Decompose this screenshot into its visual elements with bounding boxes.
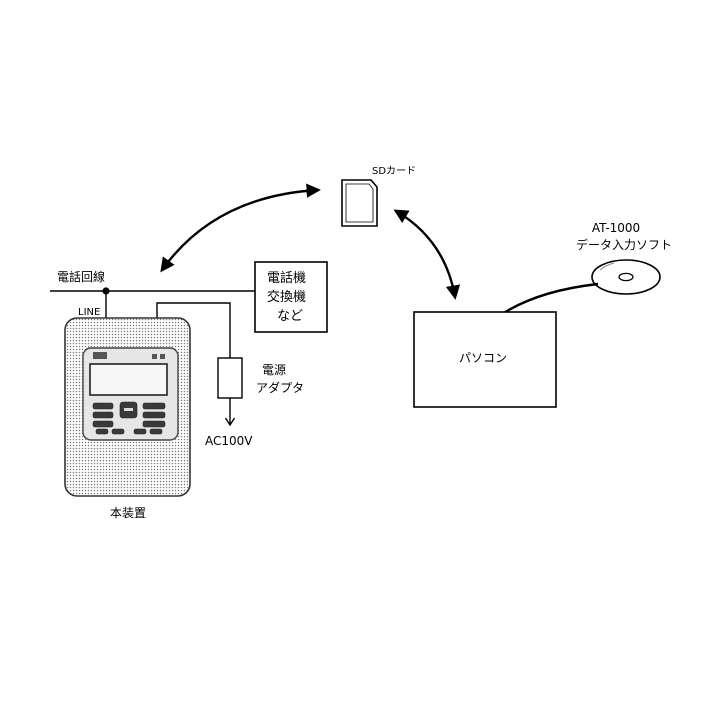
device-button xyxy=(95,428,109,435)
device-label: 本装置 xyxy=(110,506,146,520)
line-port-label: LINE xyxy=(78,307,100,318)
phone-pbx-box xyxy=(254,261,328,333)
power-adapter-line2: アダプタ xyxy=(256,380,304,395)
software-desc-label: データ入力ソフト xyxy=(576,237,672,252)
sd-to-device-arrow xyxy=(160,183,321,273)
power-cable xyxy=(156,302,231,358)
phone-line-label: 電話回線 xyxy=(57,269,105,284)
device-button xyxy=(142,411,166,419)
device-logo-icon xyxy=(93,352,107,359)
sd-card-icon xyxy=(341,179,378,227)
device-illustration xyxy=(64,317,191,497)
power-adapter-box xyxy=(217,357,243,399)
sd-card-label: SDカード xyxy=(372,165,416,177)
pc-box xyxy=(413,311,557,408)
device-indicator-icon xyxy=(160,354,165,359)
device-button xyxy=(142,420,166,428)
device-button xyxy=(92,411,114,419)
device-button xyxy=(111,428,125,435)
device-button xyxy=(142,402,166,410)
device-center-button-mark xyxy=(124,408,133,411)
device-button xyxy=(149,428,163,435)
device-button xyxy=(92,402,114,410)
ac-power-label: AC100V xyxy=(205,434,253,448)
device-button xyxy=(92,420,114,428)
device-indicator-icon xyxy=(152,354,157,359)
phone-box-line3: など xyxy=(277,309,303,324)
device-button xyxy=(133,428,147,435)
power-adapter-line1: 電源 xyxy=(262,363,286,377)
pc-label: パソコン xyxy=(459,351,507,365)
ac-arrow-icon xyxy=(224,417,236,427)
sd-to-pc-arrow xyxy=(393,209,461,300)
phone-box-line2: 交換機 xyxy=(267,289,306,305)
software-name-label: AT-1000 xyxy=(592,221,640,235)
phone-box-line1: 電話機 xyxy=(267,270,306,286)
device-display xyxy=(89,363,168,396)
cd-disc-icon xyxy=(591,259,661,295)
